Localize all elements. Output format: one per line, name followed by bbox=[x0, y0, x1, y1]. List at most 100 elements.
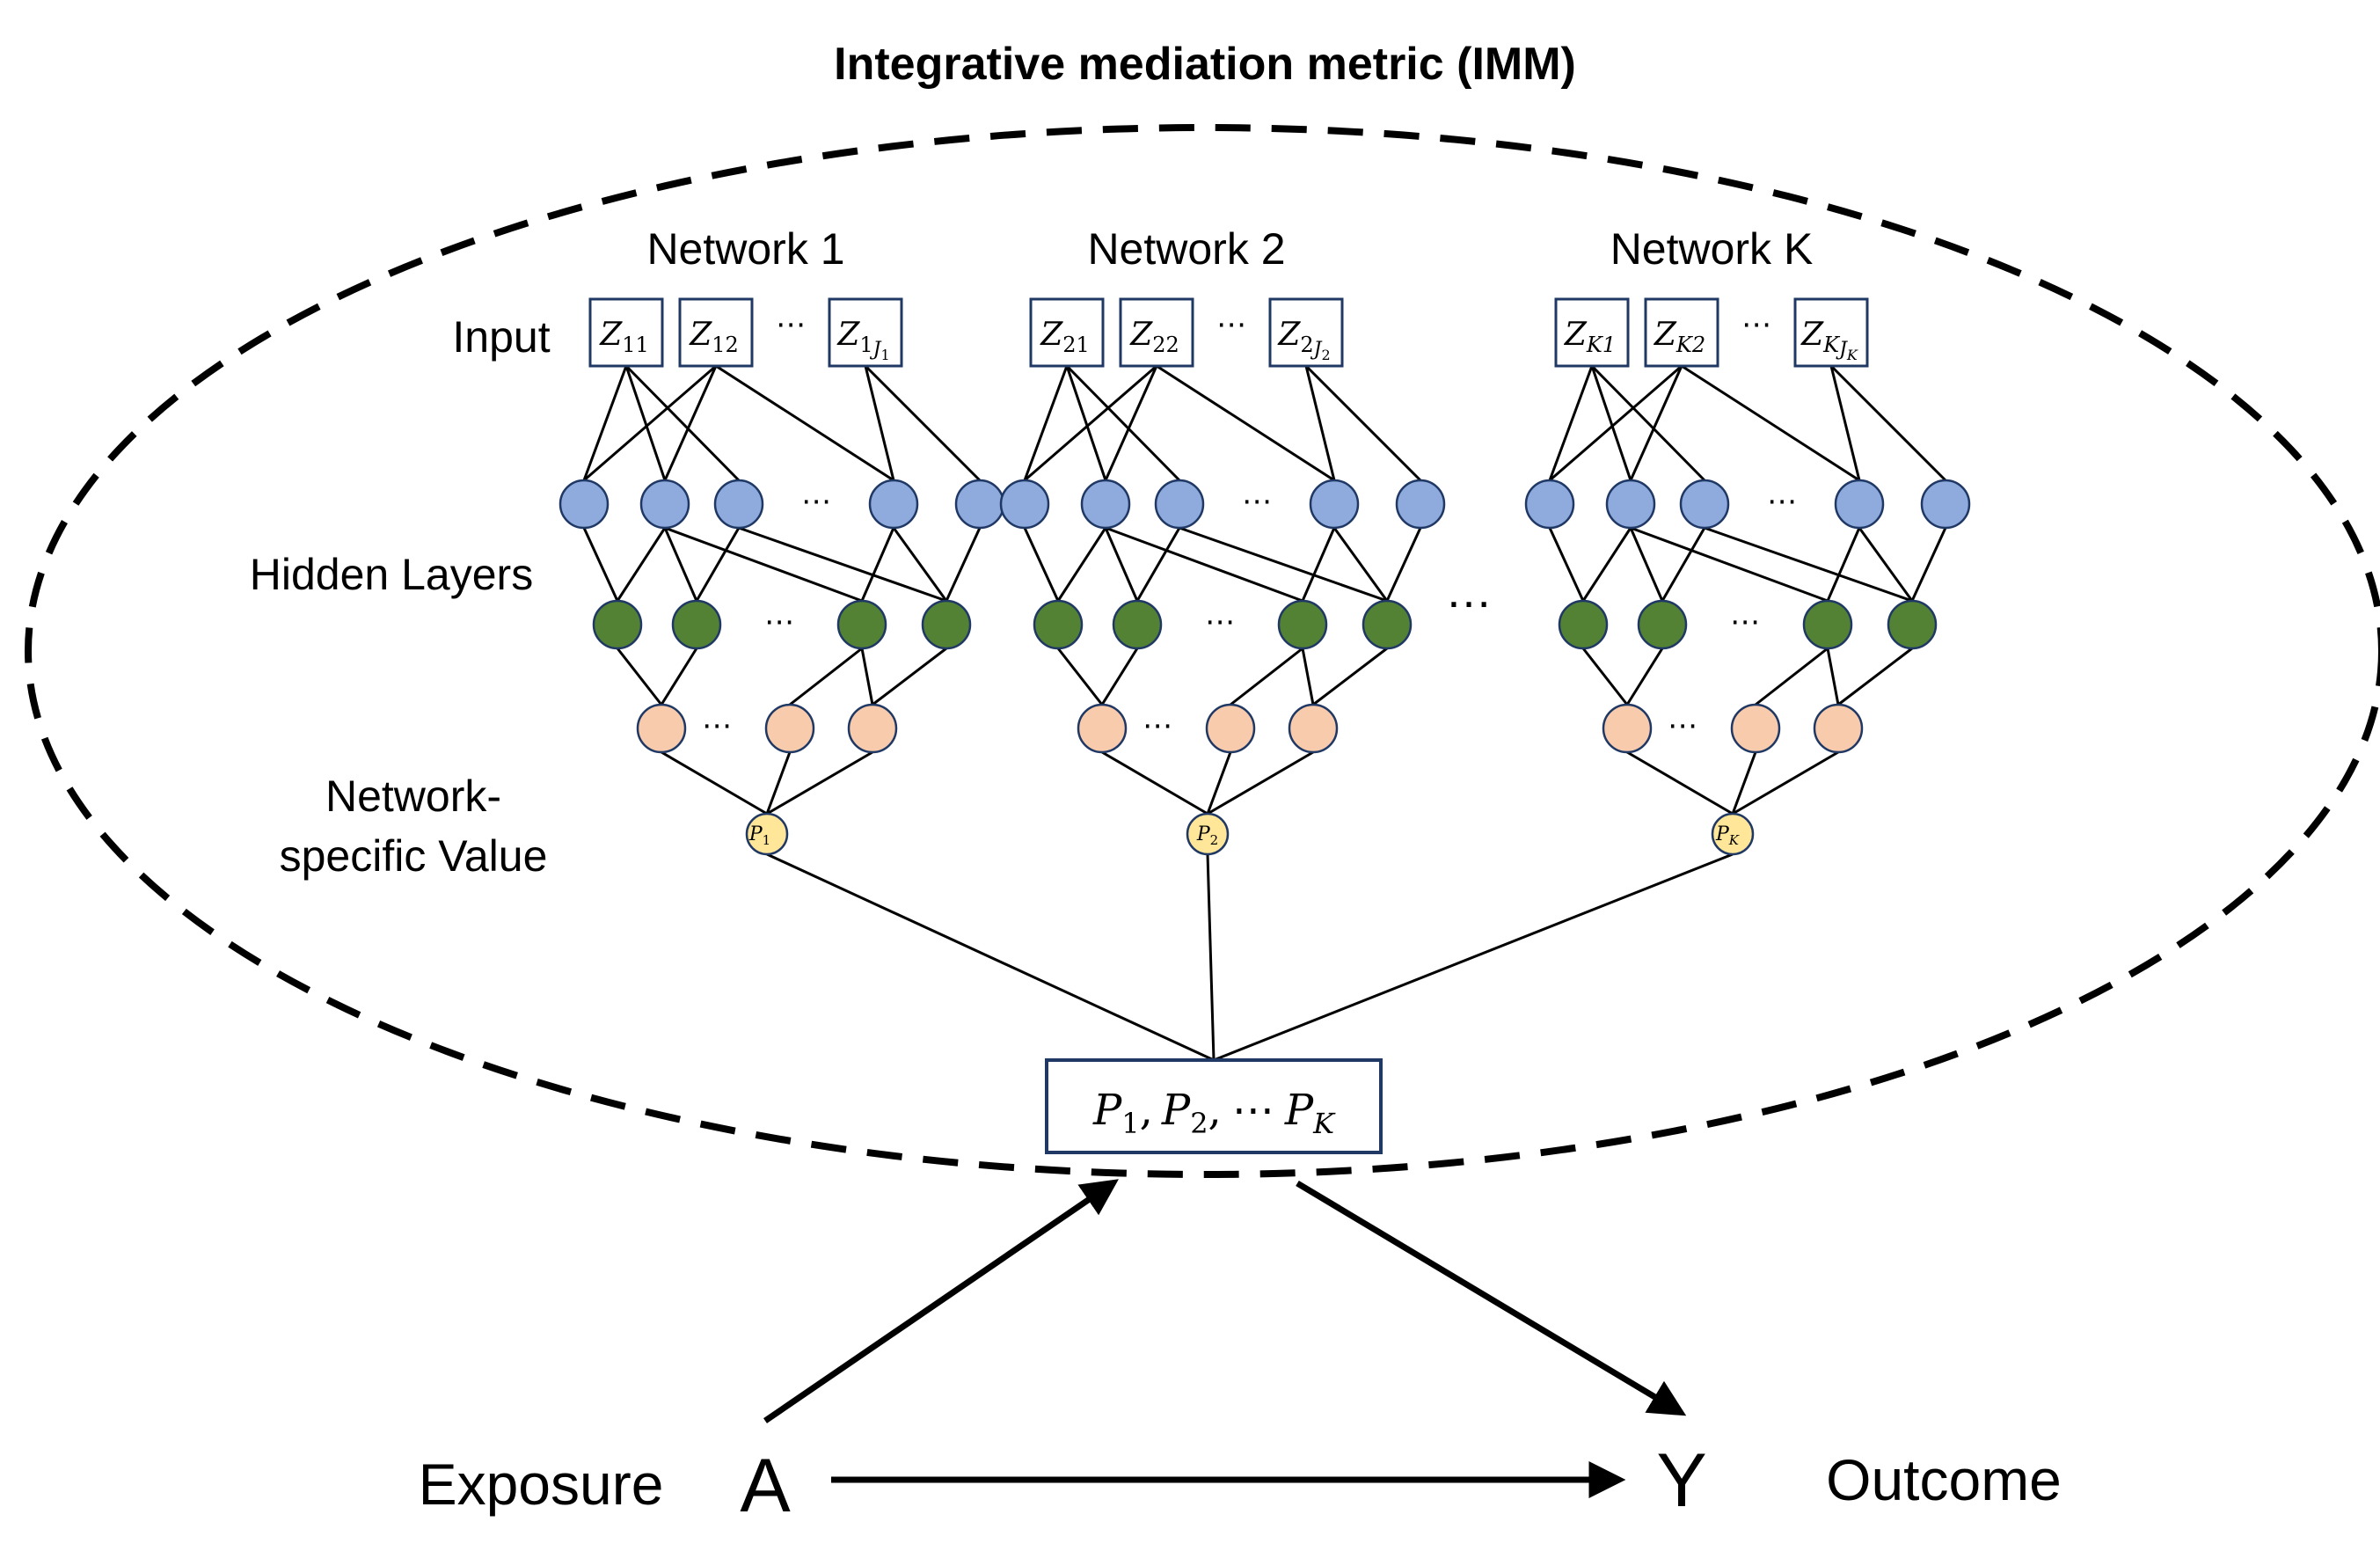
edge-hidden2-hidden3 bbox=[1837, 647, 1913, 706]
input-label: ZK1 bbox=[1564, 317, 1616, 357]
edge-input-hidden1 bbox=[864, 365, 895, 481]
edge-input-hidden1 bbox=[864, 364, 982, 482]
input-label-base: Z bbox=[599, 317, 623, 353]
edge-hidden2-hidden3 bbox=[1826, 647, 1840, 706]
hidden-node-layer1 bbox=[1080, 479, 1131, 530]
network-title: Network 2 bbox=[1087, 224, 1285, 274]
edge-hidden1-hidden2 bbox=[1661, 527, 1706, 602]
hidden-node-layer3 bbox=[1077, 703, 1128, 754]
edge-input-hidden1 bbox=[1629, 365, 1683, 481]
edge-hidden2-hidden3 bbox=[1625, 647, 1664, 706]
edge-hidden2-hidden3 bbox=[616, 647, 663, 706]
input-label-base: Z bbox=[1277, 317, 1301, 353]
edge-input-hidden1 bbox=[1829, 364, 1947, 482]
hidden-node-layer2 bbox=[921, 599, 972, 650]
edge-input-hidden1 bbox=[1023, 365, 1069, 481]
input-label: Z22 bbox=[1129, 317, 1179, 357]
input-label-subsubsub: 2 bbox=[1321, 347, 1330, 363]
hidden-node-layer3 bbox=[764, 703, 815, 754]
input-label-subsub: J bbox=[1310, 339, 1323, 361]
edge-hidden1-hidden2 bbox=[616, 527, 667, 602]
input-label: Z21 bbox=[1040, 317, 1090, 357]
input-label-sub: 12 bbox=[712, 333, 739, 357]
edge-input-hidden1 bbox=[582, 365, 628, 481]
hidden2-ellipsis: ⋯ bbox=[1205, 605, 1235, 639]
input-box bbox=[1554, 297, 1630, 368]
input-label-sub: K1 bbox=[1586, 333, 1616, 357]
input-label-base: Z bbox=[1564, 317, 1588, 353]
hidden-node-layer2 bbox=[1802, 599, 1853, 650]
edge-input-hidden1 bbox=[1590, 364, 1706, 482]
input-label-base: Z bbox=[1040, 317, 1063, 353]
agg-comma-2: , bbox=[1208, 1086, 1222, 1135]
input-label: ZK2 bbox=[1654, 317, 1705, 357]
arrow-exposure-to-mediator bbox=[763, 1179, 1119, 1423]
edge-hidden3-value bbox=[765, 751, 792, 815]
edge-hidden1-hidden2 bbox=[664, 526, 863, 603]
hidden2-ellipsis: ⋯ bbox=[1730, 605, 1760, 639]
edge-input-hidden1 bbox=[583, 364, 717, 482]
input-label-base: Z bbox=[1654, 317, 1677, 353]
hidden-node-layer2 bbox=[1112, 599, 1163, 650]
edge-input-hidden1 bbox=[715, 364, 894, 482]
edge-value-aggregate bbox=[1206, 853, 1216, 1061]
value-label: PK bbox=[1715, 823, 1740, 848]
edge-hidden3-value bbox=[1732, 750, 1839, 816]
row-label-input: Input bbox=[452, 312, 550, 362]
hidden-node-layer2 bbox=[1558, 599, 1609, 650]
edge-hidden2-hidden3 bbox=[789, 647, 863, 706]
edge-hidden1-hidden2 bbox=[695, 527, 741, 602]
input-label-sub: 1 bbox=[859, 333, 872, 357]
hidden-node-layer2 bbox=[1887, 599, 1938, 650]
edge-input-hidden1 bbox=[1549, 364, 1683, 482]
value-label-base: P bbox=[748, 823, 763, 845]
input-label-sub: 2 bbox=[1300, 333, 1313, 357]
input-label-subsubsub: 1 bbox=[880, 347, 889, 363]
edge-hidden1-hidden2 bbox=[582, 527, 619, 602]
input-label: Z11 bbox=[599, 317, 649, 357]
agg-pk-sub: K bbox=[1312, 1107, 1336, 1140]
hidden1-ellipsis: ⋯ bbox=[1242, 485, 1272, 518]
edge-hidden1-hidden2 bbox=[1548, 527, 1585, 602]
input-label: Z2J2 bbox=[1277, 317, 1330, 363]
outcome-label: Outcome bbox=[1826, 1447, 2062, 1512]
network-title: Network 1 bbox=[646, 224, 844, 274]
network-title: Network K bbox=[1610, 224, 1814, 274]
edge-input-hidden1 bbox=[624, 364, 741, 482]
edge-hidden2-hidden3 bbox=[1056, 647, 1104, 706]
edge-hidden1-hidden2 bbox=[1104, 527, 1139, 602]
agg-dots: ⋯ bbox=[1232, 1086, 1274, 1135]
aggregate-expression: P1,P2,⋯PK bbox=[1092, 1086, 1336, 1140]
agg-p1-sub: 1 bbox=[1121, 1107, 1139, 1140]
edge-input-hidden1 bbox=[1156, 364, 1335, 482]
value-label: P1 bbox=[748, 823, 770, 848]
hidden-node-layer1 bbox=[1154, 479, 1205, 530]
input-label: Z12 bbox=[689, 317, 739, 357]
hidden-node-layer2 bbox=[836, 599, 887, 650]
edge-hidden3-value bbox=[1207, 750, 1314, 816]
edge-hidden1-hidden2 bbox=[1023, 527, 1060, 602]
edge-hidden1-hidden2 bbox=[1135, 527, 1181, 602]
edge-value-aggregate bbox=[766, 852, 1215, 1062]
hidden-node-layer1 bbox=[1679, 479, 1730, 530]
edge-hidden1-hidden2 bbox=[945, 527, 982, 602]
value-node bbox=[1711, 812, 1755, 856]
edge-hidden1-hidden2 bbox=[860, 527, 895, 602]
edge-hidden1-hidden2 bbox=[1629, 527, 1664, 602]
hidden-node-layer2 bbox=[592, 599, 643, 650]
edge-input-hidden1 bbox=[1024, 364, 1157, 482]
input-label: ZKJK bbox=[1800, 317, 1858, 363]
edge-hidden1-hidden2 bbox=[1826, 527, 1861, 602]
hidden-node-layer3 bbox=[1602, 703, 1653, 754]
hidden-node-layer3 bbox=[1205, 703, 1256, 754]
hidden-node-layer1 bbox=[868, 479, 919, 530]
input-ellipsis: ⋯ bbox=[1741, 308, 1771, 341]
edge-hidden2-hidden3 bbox=[1755, 647, 1829, 706]
edge-hidden1-hidden2 bbox=[1630, 526, 1829, 603]
edge-input-hidden1 bbox=[1104, 365, 1158, 481]
agg-p2-base: P bbox=[1161, 1086, 1191, 1135]
input-box bbox=[1029, 297, 1105, 368]
